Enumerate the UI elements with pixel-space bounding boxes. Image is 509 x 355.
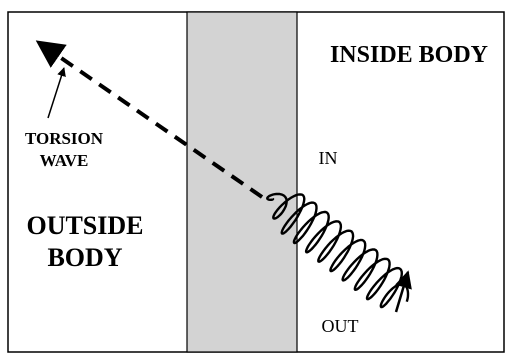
inside-body-label: INSIDE BODY (330, 42, 488, 68)
coil-arrow (394, 270, 412, 313)
in-label: IN (319, 148, 338, 168)
coil-wave (266, 192, 410, 309)
torsion-label: TORSION (25, 129, 104, 148)
outside-body-label: BODY (47, 243, 122, 272)
outside-label: OUTSIDE (26, 211, 143, 240)
label-pointer (47, 67, 66, 119)
out-label: OUT (322, 316, 359, 336)
wave-label: WAVE (40, 151, 89, 170)
